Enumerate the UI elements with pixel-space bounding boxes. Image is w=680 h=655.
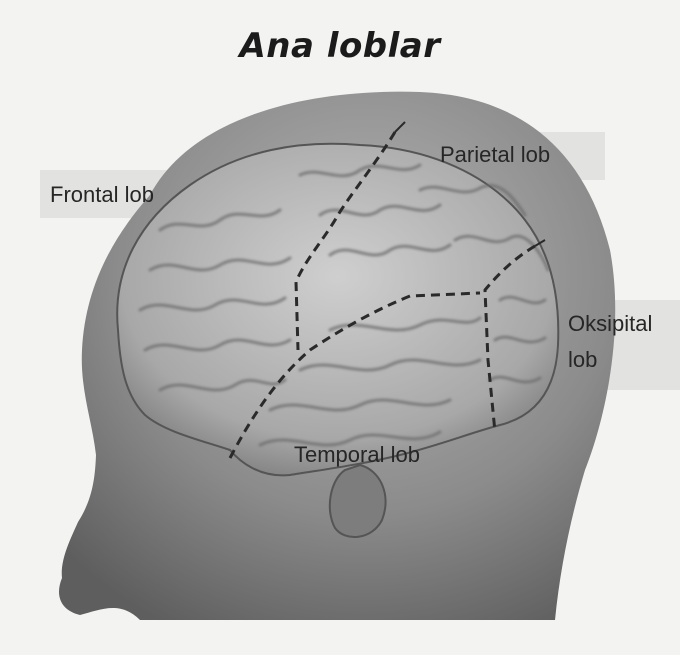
label-oksipital-lob: Oksipital lob xyxy=(568,312,668,372)
label-frontal-lob: Frontal lob xyxy=(50,183,154,207)
figure-title: Ana loblar xyxy=(0,26,680,66)
label-oksipital-line1: Oksipital xyxy=(568,312,668,336)
label-oksipital-line2: lob xyxy=(568,348,668,372)
label-temporal-lob: Temporal lob xyxy=(294,443,420,467)
label-parietal-lob: Parietal lob xyxy=(440,143,550,167)
ear xyxy=(330,465,386,537)
